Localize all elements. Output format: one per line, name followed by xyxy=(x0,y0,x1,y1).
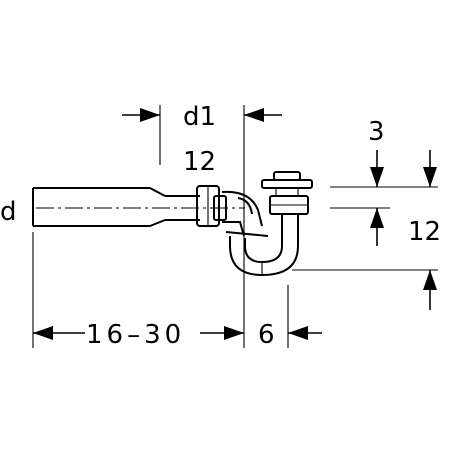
length-arrow-left xyxy=(33,326,53,340)
top-gap-dimension xyxy=(370,150,437,187)
top-gap-arrow-right xyxy=(423,167,437,187)
height-reference-lines xyxy=(292,186,438,271)
length-arrow-right xyxy=(224,326,244,340)
label-offset: 6 xyxy=(258,320,275,350)
offset-dimension xyxy=(288,326,322,340)
label-height: 12 xyxy=(408,217,441,247)
u-trap xyxy=(229,214,299,277)
tail-pipe xyxy=(32,187,245,227)
union-nut xyxy=(196,185,227,227)
label-top-gap: 3 xyxy=(368,117,385,147)
label-d1: d1 xyxy=(183,102,216,132)
label-d1-value: 12 xyxy=(183,147,216,177)
d1-left-arrow xyxy=(140,108,160,122)
reference-lines xyxy=(32,105,289,348)
d1-dimension xyxy=(122,108,282,122)
label-d: d xyxy=(0,197,17,227)
height-arrow-up xyxy=(370,208,384,228)
length-dimension xyxy=(33,326,244,340)
height-dimension xyxy=(370,208,437,310)
label-length-range: 16–30 xyxy=(86,320,185,350)
riser-nut xyxy=(269,195,309,215)
height-arrow-bottom xyxy=(423,270,437,290)
elbow xyxy=(221,190,269,237)
waste-outlet xyxy=(261,171,313,196)
d1-right-arrow xyxy=(244,108,264,122)
offset-arrow xyxy=(288,326,308,340)
top-gap-arrow-left xyxy=(370,167,384,187)
